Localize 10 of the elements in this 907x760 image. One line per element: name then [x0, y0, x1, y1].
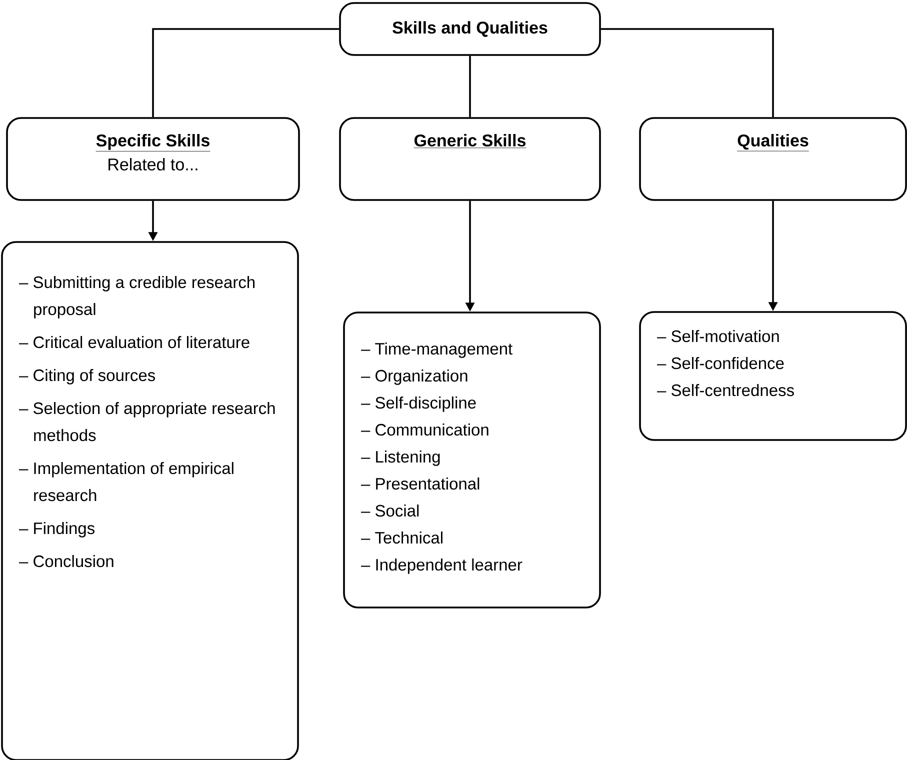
- title-box: Skills and Qualities: [339, 2, 601, 56]
- connector: [152, 28, 340, 118]
- list-box: – Submitting a credible research proposal – Critical evaluation of literature – Citing of sources – Selection of appropriate research methods – Implementation of empirical research – Findings – Conclusion: [1, 241, 299, 760]
- category-box: Qualities: [639, 117, 907, 201]
- category-box: Specific Skills Related to...: [6, 117, 300, 201]
- list-box: – Time-management – Organization – Self-discipline – Communication – Listening – Presentational – Social – Technical – Independent learner: [343, 312, 601, 608]
- category-box: Generic Skills: [339, 117, 601, 201]
- connector: [600, 28, 774, 118]
- connector: [469, 56, 471, 118]
- list-box: – Self-motivation – Self-confidence – Self-centredness: [639, 311, 907, 441]
